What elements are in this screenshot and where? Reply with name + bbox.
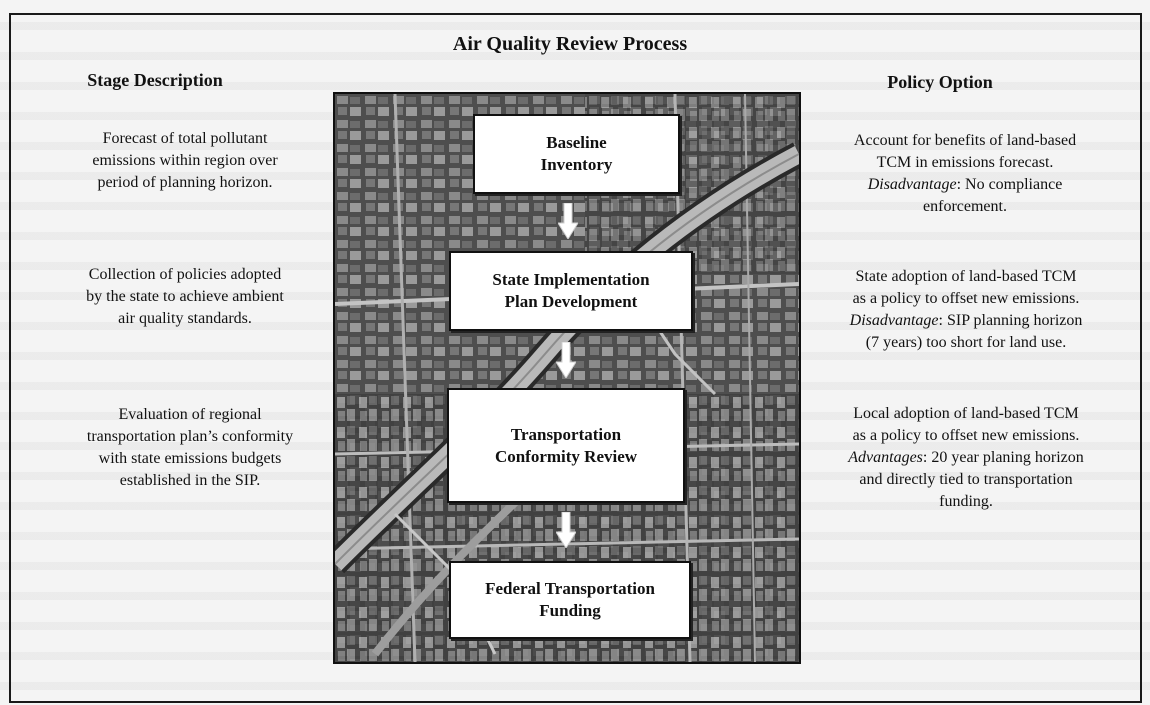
policy-line: funding. bbox=[939, 493, 993, 510]
policy-line: Disadvantage: No compliance bbox=[825, 174, 1105, 196]
policy-line: Account for benefits of land-based bbox=[853, 132, 1077, 149]
stage-description-1: Forecast of total pollutant emissions wi… bbox=[60, 128, 310, 194]
desc-line: air quality standards. bbox=[118, 310, 252, 327]
stage-label: Plan Development bbox=[504, 292, 638, 311]
figure-title: Air Quality Review Process bbox=[452, 33, 688, 55]
policy-option-1: Account for benefits of land-based TCM i… bbox=[825, 130, 1105, 218]
policy-line: Disadvantage: SIP planning horizon bbox=[820, 310, 1112, 332]
desc-line: established in the SIP. bbox=[119, 472, 261, 489]
policy-line: State adoption of land-based TCM bbox=[855, 268, 1077, 285]
desc-line: period of planning horizon. bbox=[97, 174, 273, 191]
policy-line: TCM in emissions forecast. bbox=[876, 154, 1054, 171]
stage-label: Inventory bbox=[540, 155, 613, 174]
desc-line: by the state to achieve ambient bbox=[86, 288, 284, 305]
advantages-label: Advantages bbox=[848, 449, 923, 466]
figure-frame bbox=[9, 13, 1142, 703]
down-arrow-icon bbox=[556, 512, 576, 548]
stage-state-implementation-plan: State Implementation Plan Development bbox=[449, 251, 693, 331]
policy-line: (7 years) too short for land use. bbox=[865, 334, 1067, 351]
desc-line: Forecast of total pollutant bbox=[102, 130, 268, 147]
policy-line: as a policy to offset new emissions. bbox=[852, 290, 1080, 307]
policy-option-3: Local adoption of land-based TCM as a po… bbox=[820, 403, 1112, 513]
disadvantage-label: Disadvantage bbox=[849, 312, 939, 329]
disadvantage-label: Disadvantage bbox=[867, 176, 957, 193]
policy-text: : No compliance bbox=[956, 176, 1063, 193]
policy-text: : 20 year planing horizon bbox=[922, 449, 1084, 466]
desc-line: transportation plan’s conformity bbox=[86, 428, 294, 445]
desc-line: emissions within region over bbox=[92, 152, 278, 169]
policy-line: Advantages: 20 year planing horizon bbox=[820, 447, 1112, 469]
stage-description-header: Stage Description bbox=[87, 70, 223, 90]
policy-line: enforcement. bbox=[923, 198, 1007, 215]
stage-baseline-inventory: Baseline Inventory bbox=[473, 114, 680, 194]
down-arrow-icon bbox=[556, 342, 576, 378]
policy-option-2: State adoption of land-based TCM as a po… bbox=[820, 266, 1112, 354]
desc-line: with state emissions budgets bbox=[98, 450, 282, 467]
policy-line: and directly tied to transportation bbox=[859, 471, 1073, 488]
stage-label: Transportation bbox=[510, 424, 622, 444]
policy-option-header: Policy Option bbox=[887, 72, 993, 92]
stage-label: Funding bbox=[539, 601, 601, 620]
stage-label: State Implementation bbox=[492, 270, 650, 289]
policy-line: as a policy to offset new emissions. bbox=[852, 427, 1080, 444]
stage-federal-transportation-funding: Federal Transportation Funding bbox=[449, 561, 691, 639]
stage-description-2: Collection of policies adopted by the st… bbox=[45, 264, 325, 330]
stage-label: Baseline bbox=[546, 133, 607, 152]
down-arrow-icon bbox=[558, 203, 578, 239]
desc-line: Collection of policies adopted bbox=[88, 266, 282, 283]
desc-line: Evaluation of regional bbox=[118, 406, 262, 423]
policy-text: : SIP planning horizon bbox=[938, 312, 1083, 329]
stage-label: Federal Transportation bbox=[485, 579, 655, 598]
stage-description-3: Evaluation of regional transportation pl… bbox=[55, 404, 325, 492]
policy-line: Local adoption of land-based TCM bbox=[853, 405, 1079, 422]
stage-transportation-conformity-review: Transportation Conformity Review bbox=[447, 388, 685, 503]
stage-label: Conformity Review bbox=[494, 446, 638, 466]
